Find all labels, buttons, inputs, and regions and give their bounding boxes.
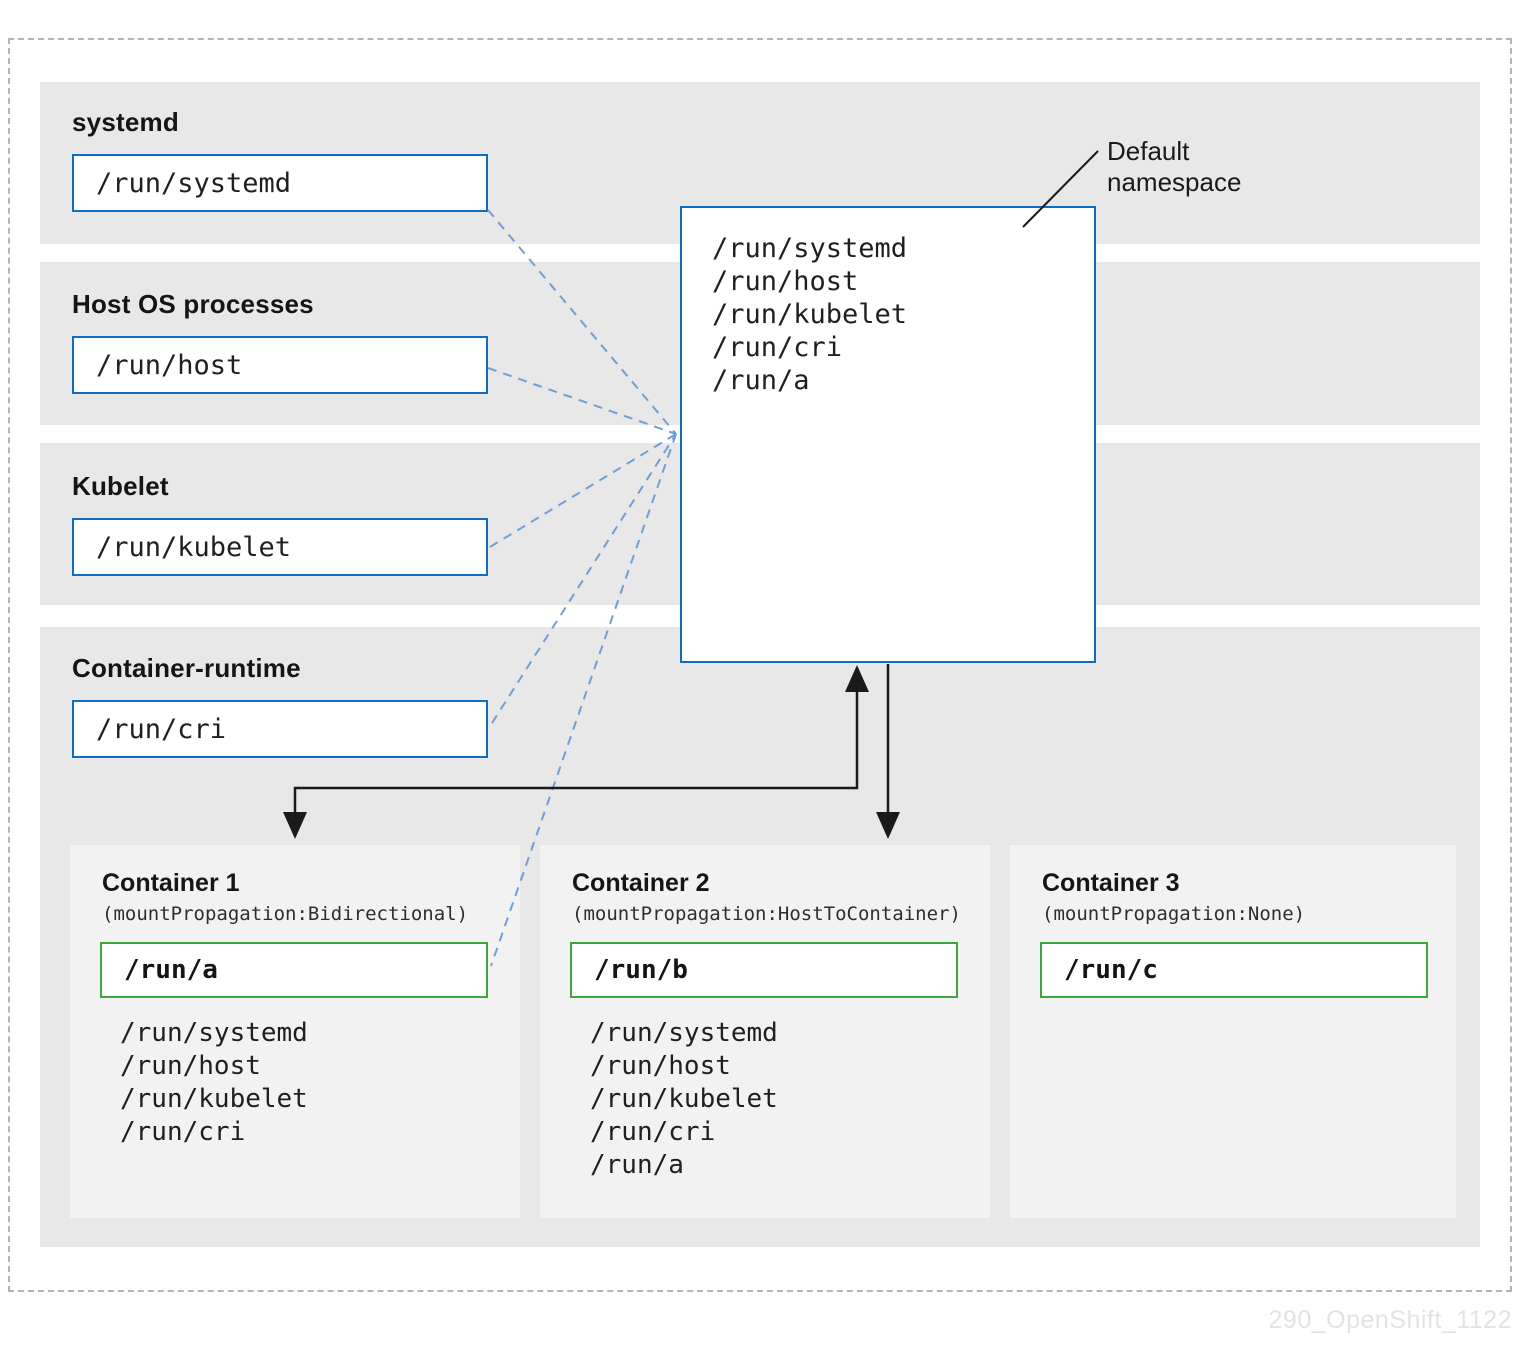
container-1-title: Container 1 [102,869,240,897]
container-2-mount: /run/cri [590,1117,716,1147]
container-1-mount: /run/systemd [120,1018,308,1048]
namespace-mount: /run/kubelet [712,299,908,330]
container-2-mount: /run/kubelet [590,1084,778,1114]
mount-path-host: /run/host [96,349,243,381]
section-title-container-runtime: Container-runtime [72,653,301,683]
container-2-mount-list: /run/systemd /run/host /run/kubelet /run… [590,1017,778,1182]
container-3-volume-box: /run/c [1040,942,1428,998]
default-namespace-label-line2: namespace [1107,167,1242,197]
container-2-mount: /run/a [590,1150,684,1180]
default-namespace-box: /run/systemd /run/host /run/kubelet /run… [680,206,1096,663]
container-3-propagation: (mountPropagation:None) [1042,903,1306,925]
container-1-mount-list: /run/systemd /run/host /run/kubelet /run… [120,1017,308,1149]
container-2-volume-path: /run/b [594,955,688,985]
mount-box-host: /run/host [72,336,488,394]
section-title-host-os: Host OS processes [72,289,314,319]
namespace-mount: /run/host [712,266,859,297]
diagram-dashed-frame [8,38,1512,1292]
container-1-card: Container 1 (mountPropagation:Bidirectio… [70,845,520,1218]
container-1-mount: /run/cri [120,1117,246,1147]
section-title-systemd: systemd [72,107,179,137]
container-1-volume-path: /run/a [124,955,218,985]
container-2-volume-box: /run/b [570,942,958,998]
container-2-propagation: (mountPropagation:HostToContainer) [572,903,961,925]
mount-path-kubelet: /run/kubelet [96,531,292,563]
mount-path-systemd: /run/systemd [96,167,292,199]
watermark-text: 290_OpenShift_1122 [1268,1306,1512,1334]
container-3-volume-path: /run/c [1064,955,1158,985]
container-1-mount: /run/host [120,1051,261,1081]
section-title-kubelet: Kubelet [72,471,169,501]
container-2-mount: /run/host [590,1051,731,1081]
container-3-title: Container 3 [1042,869,1180,897]
mount-box-cri: /run/cri [72,700,488,758]
namespace-mount: /run/cri [712,332,843,363]
namespace-mount: /run/a [712,365,810,396]
mount-box-kubelet: /run/kubelet [72,518,488,576]
mount-box-systemd: /run/systemd [72,154,488,212]
container-2-card: Container 2 (mountPropagation:HostToCont… [540,845,990,1218]
mount-path-cri: /run/cri [96,713,227,745]
container-2-mount: /run/systemd [590,1018,778,1048]
container-2-title: Container 2 [572,869,710,897]
namespace-mount: /run/systemd [712,233,908,264]
container-3-card: Container 3 (mountPropagation:None) /run… [1010,845,1456,1218]
container-1-propagation: (mountPropagation:Bidirectional) [102,903,469,925]
container-1-mount: /run/kubelet [120,1084,308,1114]
default-namespace-label-line1: Default [1107,136,1190,166]
default-namespace-label: Default namespace [1107,136,1241,198]
container-1-volume-box: /run/a [100,942,488,998]
